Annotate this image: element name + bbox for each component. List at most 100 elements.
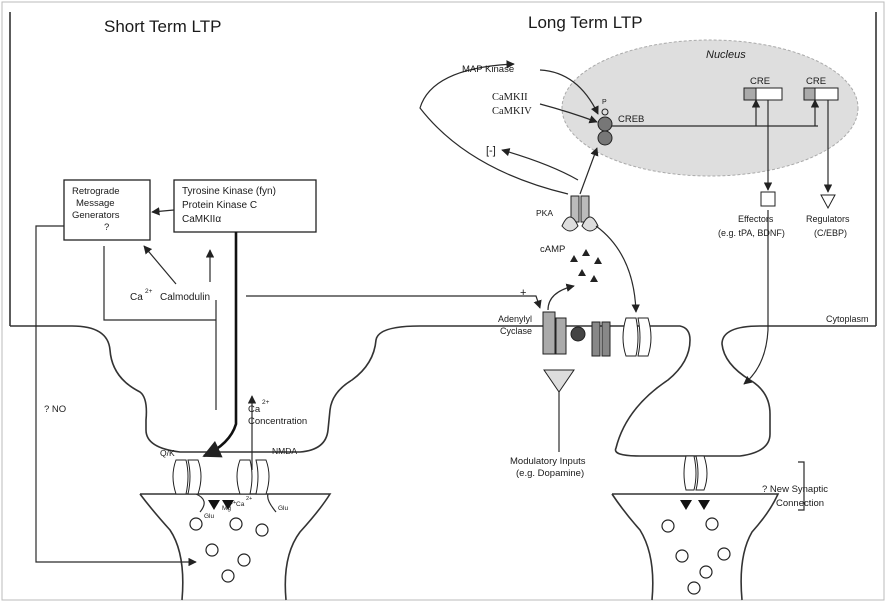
effectors-to-spine-arrow xyxy=(743,210,769,385)
glu-label-1: Glu xyxy=(204,513,215,520)
channel-icon xyxy=(622,317,639,357)
phosphate-label: P xyxy=(602,99,607,106)
pka-to-creb-arrow xyxy=(579,147,599,195)
new-synaptic-label-2: Connection xyxy=(776,498,824,509)
adenylyl-cyclase xyxy=(555,317,567,355)
camp-molecules xyxy=(570,249,602,282)
adenylyl-cyclase xyxy=(542,311,556,355)
pka-to-channel-arrow xyxy=(595,225,640,313)
kinase-to-qk-arrow xyxy=(202,232,238,458)
camk-arrow xyxy=(539,103,598,124)
inhibitor-label: [-] xyxy=(486,145,496,157)
mg-label: Mg xyxy=(222,505,231,512)
cre-fill xyxy=(803,87,816,101)
modulatory-input-icon xyxy=(543,369,575,393)
kinase-label-1: Tyrosine Kinase (fyn) xyxy=(182,186,276,197)
calmodulin-to-retrograde-arrow xyxy=(143,245,177,285)
mg-superscript: 2+ xyxy=(230,500,236,506)
receptor xyxy=(591,321,601,357)
qk-channel-icon xyxy=(187,459,202,495)
camkii-label: CaMKII xyxy=(492,92,528,103)
g-protein xyxy=(570,326,586,342)
effectors-label-2: (e.g. tPA, BDNF) xyxy=(718,228,785,238)
regulator-triangle-icon xyxy=(820,194,836,210)
creb-subunit xyxy=(597,130,613,146)
nmda-label: NMDA xyxy=(272,446,297,456)
glutamate-binding-lines xyxy=(195,493,277,513)
calmodulin-label: Calmodulin xyxy=(160,292,210,303)
new-synaptic-label-1: ? New Synaptic xyxy=(762,484,828,495)
adenylyl-label-1: Adenylyl xyxy=(498,314,532,324)
camkiv-label: CaMKIV xyxy=(492,106,532,117)
phosphate-icon xyxy=(601,108,609,116)
ca-influx-superscript: 2+ xyxy=(246,496,252,502)
retrograde-feedback-line xyxy=(103,246,216,321)
nucleus-label: Nucleus xyxy=(706,49,746,61)
bracket xyxy=(798,461,805,511)
pka-to-map-kinase-arrow xyxy=(419,60,569,195)
retrograde-label-1: Retrograde xyxy=(72,186,120,197)
cytoplasm-label: Cytoplasm xyxy=(826,314,869,324)
active-zone-left xyxy=(208,500,234,510)
postsynaptic-membrane xyxy=(10,325,876,457)
modulatory-label-1: Modulatory Inputs xyxy=(510,456,586,467)
kinase-box xyxy=(173,179,317,233)
short-term-heading: Short Term LTP xyxy=(104,17,221,36)
ca-influx-label: Ca xyxy=(236,501,245,508)
receptor xyxy=(601,321,611,357)
nitric-oxide-label: ? NO xyxy=(44,404,66,415)
nmda-channel-icon xyxy=(236,459,253,495)
adenylyl-label-2: Cyclase xyxy=(500,326,532,336)
effector-square-icon xyxy=(760,191,776,207)
channel-icon xyxy=(637,317,652,357)
creb-label: CREB xyxy=(618,114,644,125)
kinase-label-2: Protein Kinase C xyxy=(182,200,257,211)
nucleus xyxy=(561,39,859,177)
qk-label: Q/K xyxy=(160,448,175,458)
retrograde-no-arrow xyxy=(35,225,197,567)
regulators-label-1: Regulators xyxy=(806,214,850,224)
kinase-to-retrograde-arrow xyxy=(151,207,175,216)
kinase-label-3: CaMKIIα xyxy=(182,214,221,225)
pka-subunit xyxy=(561,216,579,232)
camp-label: cAMP xyxy=(540,244,565,255)
calmodulin-ca-label: Ca xyxy=(130,292,143,303)
pka-subunit xyxy=(581,216,599,232)
qk-channel-icon xyxy=(172,459,189,495)
ca-concentration-label: Concentration xyxy=(248,416,307,427)
vesicles-left xyxy=(189,517,269,583)
cre-label-1: CRE xyxy=(750,76,770,87)
presynaptic-terminal-right xyxy=(611,493,780,601)
glu-label-2: Glu xyxy=(278,505,289,512)
nmda-channel-icon xyxy=(255,459,270,495)
pka-label: PKA xyxy=(536,208,553,218)
pka-to-inhibitor-arrow xyxy=(501,148,579,181)
calmodulin-to-cyclase-arrow xyxy=(246,295,542,309)
retrograde-label-4: ? xyxy=(104,222,109,233)
map-kinase-arrow xyxy=(539,69,599,115)
retrograde-label-3: Generators xyxy=(72,210,120,221)
creb-subunit xyxy=(597,116,613,132)
effectors-label-1: Effectors xyxy=(738,214,774,224)
cre-label-2: CRE xyxy=(806,76,826,87)
regulators-label-2: (C/EBP) xyxy=(814,228,847,238)
retrograde-label-2: Message xyxy=(76,198,115,209)
active-zone-right xyxy=(680,500,710,510)
retrograde-box xyxy=(63,179,151,241)
ca-concentration-ca-label: Ca xyxy=(248,404,261,415)
new-channel-icon xyxy=(695,455,708,491)
modulatory-label-2: (e.g. Dopamine) xyxy=(516,468,584,479)
cyclase-to-camp-arrow xyxy=(547,283,575,311)
long-term-heading: Long Term LTP xyxy=(528,13,643,32)
map-kinase-label: MAP Kinase xyxy=(462,64,514,75)
new-channel-icon xyxy=(683,455,697,491)
ca-concentration-superscript: 2+ xyxy=(262,399,270,406)
presynaptic-terminal-left xyxy=(139,493,332,601)
calmodulin-ca-superscript: 2+ xyxy=(145,288,153,295)
vesicles-right xyxy=(661,517,731,595)
plus-label: + xyxy=(520,287,526,299)
cre-fill xyxy=(743,87,757,101)
